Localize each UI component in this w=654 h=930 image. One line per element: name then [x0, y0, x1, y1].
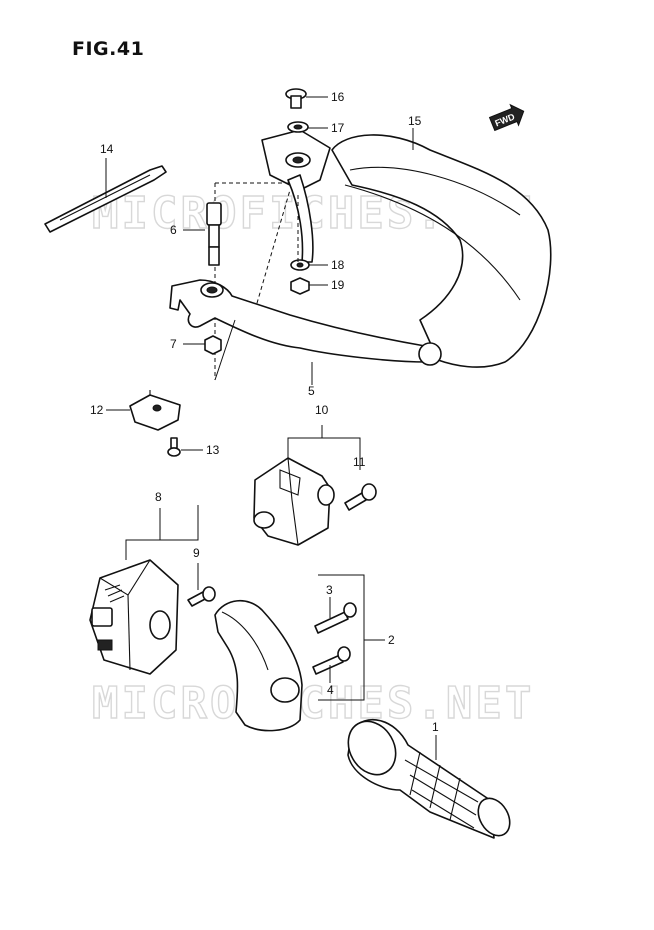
- callout-1: 1: [432, 720, 439, 734]
- callout-6: 6: [170, 223, 177, 237]
- screw-9: [187, 586, 216, 607]
- washer-17: [287, 121, 309, 133]
- callout-4: 4: [327, 683, 334, 697]
- callout-2: 2: [388, 633, 395, 647]
- brake-lever: [169, 279, 442, 366]
- screw-13: [167, 437, 181, 457]
- callout-11: 11: [353, 455, 366, 469]
- switch-housing-assembly: [89, 559, 179, 675]
- callout-12: 12: [90, 403, 104, 417]
- pivot-bolt-6: [206, 202, 222, 266]
- nut-19: [290, 277, 310, 295]
- callout-18: 18: [331, 258, 345, 272]
- screw-3: [314, 602, 357, 634]
- washer-18: [290, 259, 310, 271]
- callout-7: 7: [170, 337, 177, 351]
- callout-19: 19: [331, 278, 345, 292]
- engine-stop-switch: [253, 457, 335, 546]
- callout-3: 3: [326, 583, 333, 597]
- figure-title: FIG.41: [72, 38, 145, 60]
- fwd-arrow-badge: FWD: [488, 103, 525, 132]
- nut-7: [204, 335, 222, 355]
- callout-17: 17: [331, 121, 345, 135]
- cable-tie: [44, 165, 167, 233]
- callout-5: 5: [308, 384, 315, 398]
- screw-4: [312, 646, 351, 675]
- callout-8: 8: [155, 490, 162, 504]
- throttle-grip: [347, 718, 511, 839]
- screw-16: [285, 88, 307, 109]
- callout-15: 15: [408, 114, 422, 128]
- callout-10: 10: [315, 403, 329, 417]
- callout-13: 13: [206, 443, 220, 457]
- throttle-housing: [214, 600, 303, 732]
- callout-9: 9: [193, 546, 200, 560]
- hand-guard: [331, 134, 552, 368]
- callout-14: 14: [100, 142, 114, 156]
- watermark-bottom: MICROFICHES.NET: [92, 678, 534, 729]
- screw-11: [344, 483, 377, 511]
- brake-light-switch: [129, 390, 181, 431]
- callout-16: 16: [331, 90, 345, 104]
- guard-arm: [287, 174, 314, 263]
